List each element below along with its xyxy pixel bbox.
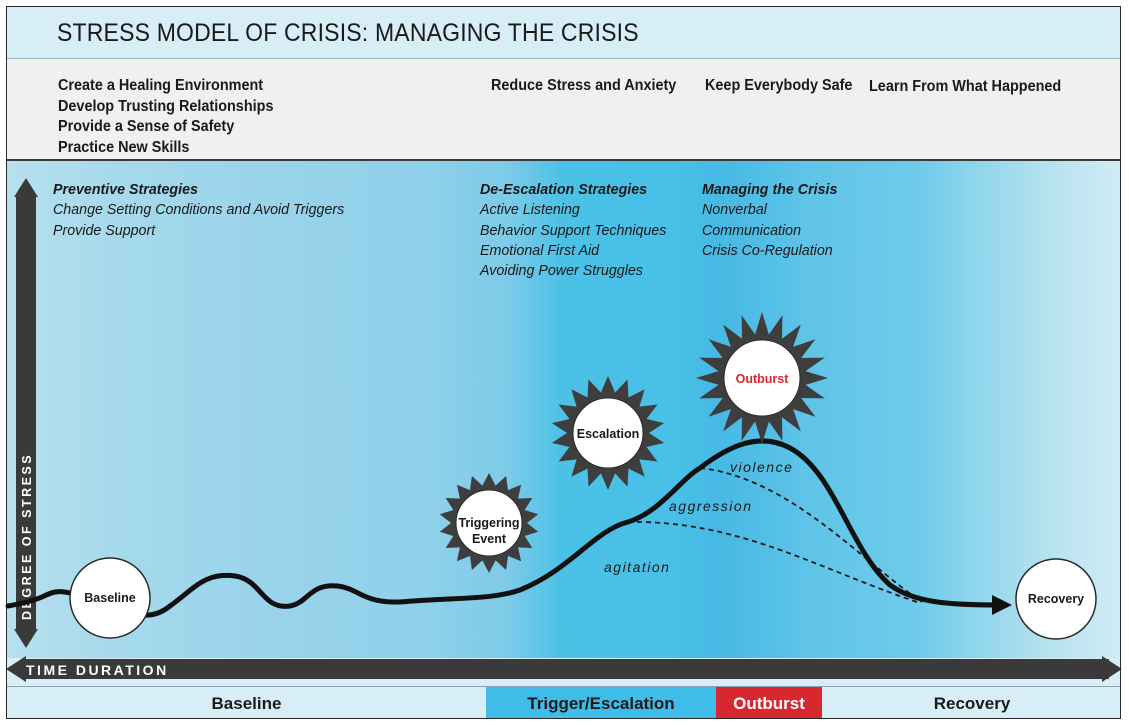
strategy-item: Behavior Support Techniques [480,221,667,239]
outburst-node: Outburst [696,312,828,444]
goal-item: Practice New Skills [58,138,190,156]
strategy-item: Change Setting Conditions and Avoid Trig… [53,201,345,219]
page-title: STRESS MODEL OF CRISIS: MANAGING THE CRI… [57,19,639,47]
title-bar: STRESS MODEL OF CRISIS: MANAGING THE CRI… [7,7,1120,59]
time-axis-label: TIME DURATION [26,662,169,678]
strategy-item: Communication [702,221,802,239]
strategy-item: Active Listening [480,201,580,219]
preventive-strategies: Preventive Strategies Change Setting Con… [53,180,344,241]
time-axis-bar [24,659,1109,679]
outburst-circle [723,339,801,417]
triggering-circle [455,489,523,557]
escalation-node: Escalation [551,376,665,490]
goal-outburst: Keep Everybody Safe [705,77,853,94]
strategy-item: Nonverbal [702,201,767,219]
baseline-node: Baseline [69,557,151,639]
goal-item: Create a Healing Environment [58,77,264,94]
aggression-dashed-line [627,521,921,604]
stress-axis-arrow-down [14,629,38,648]
violence-label: violence [730,459,793,475]
strategy-item: Avoiding Power Struggles [480,262,643,280]
time-axis-arrow-left [6,656,26,682]
preventive-heading: Preventive Strategies [53,181,198,198]
goal-trigger-escalation: Reduce Stress and Anxiety [491,77,677,94]
strategy-item: Provide Support [53,221,156,239]
agitation-label: agitation [604,559,670,575]
strategy-item: Emotional First Aid [480,241,600,259]
recovery-arrowhead [992,595,1012,615]
phase-trigger-escalation: Trigger/Escalation [486,687,716,718]
stress-axis: DEGREE OF STRESS [14,178,38,648]
triggering-label-line1: Triggering [458,516,519,530]
escalation-label: Escalation [577,427,640,441]
triggering-event-node: Triggering Event [439,473,539,573]
stress-axis-arrow-up [14,178,38,197]
outburst-label: Outburst [736,372,790,386]
recovery-circle [1015,558,1097,640]
phase-outburst: Outburst [716,687,822,718]
goals-band: Create a Healing Environment Develop Tru… [7,59,1120,161]
de-escalation-strategies: De-Escalation Strategies Active Listenin… [480,180,666,281]
time-axis-arrow-right [1102,656,1122,682]
managing-crisis-strategies: Managing the Crisis Nonverbal Communicat… [702,180,837,261]
goal-item: Provide a Sense of Safety [58,118,235,135]
phase-bar: Baseline Trigger/Escalation Outburst Rec… [7,686,1120,718]
phase-baseline: Baseline [211,693,282,713]
managing-heading: Managing the Crisis [702,181,838,198]
strategy-item: Crisis Co-Regulation [702,241,833,259]
phase-recovery: Recovery [933,693,1011,713]
stress-axis-bar [16,196,36,629]
outcome-dashed-lines [627,467,923,604]
baseline-label: Baseline [84,591,135,605]
recovery-label: Recovery [1028,592,1084,606]
goal-item: Develop Trusting Relationships [58,97,274,115]
de-escalation-heading: De-Escalation Strategies [480,181,648,198]
baseline-circle [69,557,151,639]
escalation-circle [572,397,644,469]
triggering-label-line2: Event [472,532,507,546]
baseline-goals: Create a Healing Environment Develop Tru… [58,76,273,158]
recovery-node: Recovery [1015,558,1097,640]
goal-recovery: Learn From What Happened [869,78,1062,95]
time-axis: TIME DURATION [6,656,1122,682]
aggression-label: aggression [669,498,753,514]
stress-axis-label: DEGREE OF STRESS [20,453,34,620]
